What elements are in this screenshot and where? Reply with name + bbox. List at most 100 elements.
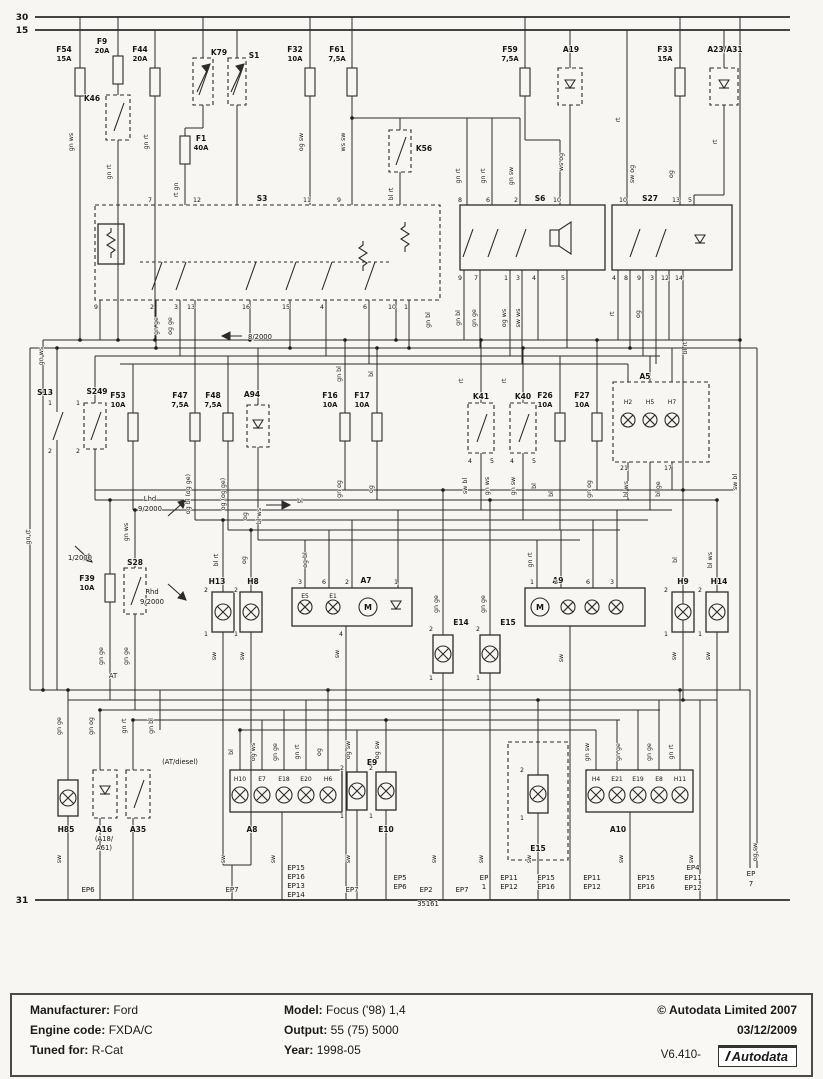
junction-dot <box>681 698 685 702</box>
inner-label: E19 <box>632 776 644 783</box>
junction-dot <box>238 728 242 732</box>
pin-label: 12 <box>661 275 669 282</box>
wire-label: gn ge <box>433 595 440 613</box>
id-label: K79 <box>211 48 227 57</box>
junction-dot <box>715 498 719 502</box>
component-box <box>524 587 646 627</box>
id-label: F39 <box>79 574 95 583</box>
wire-label: bl rt <box>682 341 689 354</box>
pin-label: 2 <box>369 765 373 772</box>
wire-label: gn bl <box>148 718 155 734</box>
pin-label: 1 <box>234 631 238 638</box>
rate-label: 7,5A <box>204 401 222 409</box>
wire-label: sw <box>705 652 712 660</box>
component-box <box>97 223 125 265</box>
pin-label: 6 <box>586 579 590 586</box>
note-label: 1/2000 <box>68 554 92 562</box>
wire-label: sw <box>334 650 341 658</box>
wire-label: gn ge <box>615 743 622 761</box>
speaker-icon <box>549 229 560 247</box>
pin-label: 2 <box>150 304 154 311</box>
pin-label: 21 <box>620 465 628 472</box>
id-label: A23/A31 <box>707 45 742 54</box>
lamp-cross <box>299 788 313 802</box>
wire-label: og ws <box>250 743 257 761</box>
switch-contact-icon <box>476 413 488 443</box>
wire-label: gn bl <box>336 366 343 382</box>
arrow-head <box>177 499 187 509</box>
junction-dot <box>108 498 112 502</box>
pin-label: 9 <box>637 275 641 282</box>
diode-icon <box>564 79 576 90</box>
lamp-cross <box>710 605 724 619</box>
id-label: F1 <box>196 134 206 143</box>
dashed-component-box <box>388 129 412 173</box>
note-label: AT <box>109 672 118 680</box>
pin-label: 5 <box>561 275 565 282</box>
wire-label: gn rt <box>668 744 675 760</box>
wire-label: gn ge <box>471 309 478 327</box>
wire-label: ws sw <box>340 133 347 152</box>
dashed-component-box <box>105 94 131 141</box>
wire-label: og <box>242 512 249 520</box>
autodata-logo: Autodata <box>717 1045 797 1067</box>
junction-dot <box>479 338 483 342</box>
id-label: F9 <box>97 37 107 46</box>
pin-label: 2 <box>234 587 238 594</box>
arrow-head <box>281 500 292 510</box>
lamp-cross <box>666 414 678 426</box>
version-number: V6.410- <box>660 1049 701 1061</box>
lamp-cross <box>562 601 574 613</box>
wire-label: gn ws <box>68 133 75 151</box>
year-value: 1998-05 <box>316 1043 361 1057</box>
id-label: F26 <box>537 391 553 400</box>
note-label: A61) <box>96 844 112 852</box>
pin-label: 2 <box>664 587 668 594</box>
wire-label: bl <box>368 371 375 377</box>
pin-label: 4 <box>320 304 324 311</box>
pin-label: 4 <box>532 275 536 282</box>
switch-contact-icon <box>629 228 641 258</box>
inner-label: E5 <box>301 593 309 600</box>
switch-contact-icon <box>487 228 499 258</box>
rate-label: 10A <box>323 401 338 409</box>
junction-dot <box>98 708 102 712</box>
pin-label: 6 <box>363 304 367 311</box>
pin-label: 1 <box>504 275 508 282</box>
lamp-cross <box>610 601 622 613</box>
switch-contact-icon <box>285 261 297 291</box>
lamp-cross <box>61 791 75 805</box>
wire-label: gn ge <box>646 743 653 761</box>
id-label: K46 <box>84 94 100 103</box>
lamp-cross <box>321 788 335 802</box>
manufacturer-row: Manufacturer: Ford <box>30 1003 138 1017</box>
diode-icon <box>390 600 402 611</box>
id-label: F16 <box>322 391 338 400</box>
pin-label: 3 <box>610 579 614 586</box>
rate-label: 20A <box>95 47 110 55</box>
id-label: F17 <box>354 391 370 400</box>
lamp-cross <box>531 787 545 801</box>
switch-contact-icon <box>151 261 163 291</box>
wire-label: rt <box>609 311 616 317</box>
junction-dot <box>678 688 682 692</box>
dashed-component-box <box>709 67 739 106</box>
wire-label: gn ge <box>480 595 487 613</box>
output-label: Output: <box>284 1023 328 1037</box>
pin-label: 1 <box>429 675 433 682</box>
inner-label: H4 <box>592 776 601 783</box>
id-label: A35 <box>130 825 146 834</box>
pin-label: 9 <box>337 197 341 204</box>
bus-label: 31 <box>16 896 29 906</box>
gnd-label: EP13 <box>287 882 305 890</box>
pin-label: 7 <box>148 197 152 204</box>
junction-dot <box>441 488 445 492</box>
id-label: K56 <box>416 144 432 153</box>
lamp-cross <box>483 647 497 661</box>
gnd-label: EP7 <box>345 886 358 894</box>
wire-label: sw <box>618 855 625 863</box>
motor-icon <box>358 597 378 617</box>
logo-slash-icon <box>724 1051 731 1061</box>
switch-contact-icon <box>395 136 407 166</box>
